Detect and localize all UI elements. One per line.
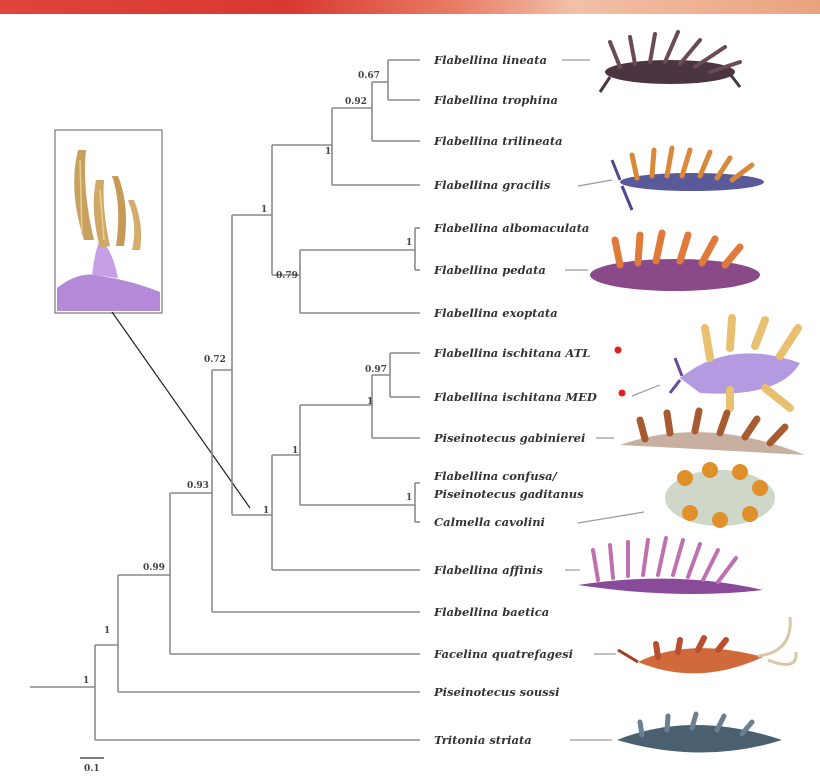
- support-value: 1: [83, 676, 89, 686]
- support-value: 1: [406, 493, 412, 503]
- support-value: 1: [292, 446, 298, 456]
- support-value: 1: [406, 238, 412, 248]
- red-marker-icon: [615, 347, 622, 354]
- support-value: 1: [104, 626, 110, 636]
- support-value: 1: [367, 397, 373, 407]
- taxon-label-quatrefagesi: Facelina quatrefagesi: [433, 647, 573, 661]
- taxon-label-gracilis: Flabellina gracilis: [433, 178, 551, 192]
- inset-connector-line: [112, 312, 250, 508]
- taxon-label-ischitana-med: Flabellina ischitana MED: [433, 390, 597, 404]
- taxon-label-striata: Tritonia striata: [434, 733, 532, 747]
- nudibranch-orange-white-icon: [665, 462, 775, 528]
- taxon-label-pedata: Flabellina pedata: [433, 263, 546, 277]
- taxon-label-cavolini: Calmella cavolini: [434, 515, 545, 529]
- nudibranch-dark-purple-icon: [600, 32, 740, 92]
- support-value: 1: [261, 205, 267, 215]
- support-value: 0.97: [365, 365, 387, 375]
- cerata-inset-panel: [55, 130, 162, 313]
- taxon-label-confusa: Flabellina confusa/: [433, 469, 559, 483]
- nudibranch-purple-orange-icon: [590, 233, 760, 291]
- taxon-label-lineata: Flabellina lineata: [433, 53, 547, 67]
- support-value: 1: [325, 147, 331, 157]
- nudibranch-pink-purple-icon: [578, 538, 763, 594]
- nudibranch-lilac-yellow-icon: [670, 318, 800, 408]
- support-value: 0.93: [187, 481, 209, 491]
- support-value: 1: [263, 506, 269, 516]
- support-value: 0.92: [345, 97, 367, 107]
- taxon-label-soussi: Piseinotecus soussi: [433, 685, 560, 699]
- support-value: 0.67: [358, 71, 380, 81]
- red-marker-icon: [619, 390, 626, 397]
- support-value: 0.79: [276, 271, 298, 281]
- support-value: 0.99: [143, 563, 165, 573]
- taxon-label-exoptata: Flabellina exoptata: [433, 306, 558, 320]
- taxon-label-affinis: Flabellina affinis: [433, 563, 543, 577]
- nudibranch-orange-blue-icon: [612, 148, 764, 210]
- taxon-labels: Flabellina lineata Flabellina trophina F…: [433, 53, 597, 747]
- taxon-label-gabinierei: Piseinotecus gabinierei: [433, 431, 585, 445]
- taxon-label-ischitana-atl: Flabellina ischitana ATL: [433, 346, 590, 360]
- taxon-label-baetica: Flabellina baetica: [433, 605, 549, 619]
- nudibranch-orange-tentacled-icon: [618, 617, 796, 673]
- taxon-label-gaditanus: Piseinotecus gaditanus: [433, 487, 584, 501]
- taxon-label-trophina: Flabellina trophina: [433, 93, 558, 107]
- support-value: 0.72: [204, 355, 226, 365]
- nudibranch-brown-striped-icon: [620, 411, 805, 455]
- taxon-label-albomaculata: Flabellina albomaculata: [433, 221, 589, 235]
- taxon-label-trilineata: Flabellina trilineata: [433, 134, 563, 148]
- nudibranch-grey-blue-icon: [617, 714, 782, 753]
- scale-bar-label: 0.1: [84, 764, 100, 774]
- scale-bar: 0.1: [80, 758, 104, 774]
